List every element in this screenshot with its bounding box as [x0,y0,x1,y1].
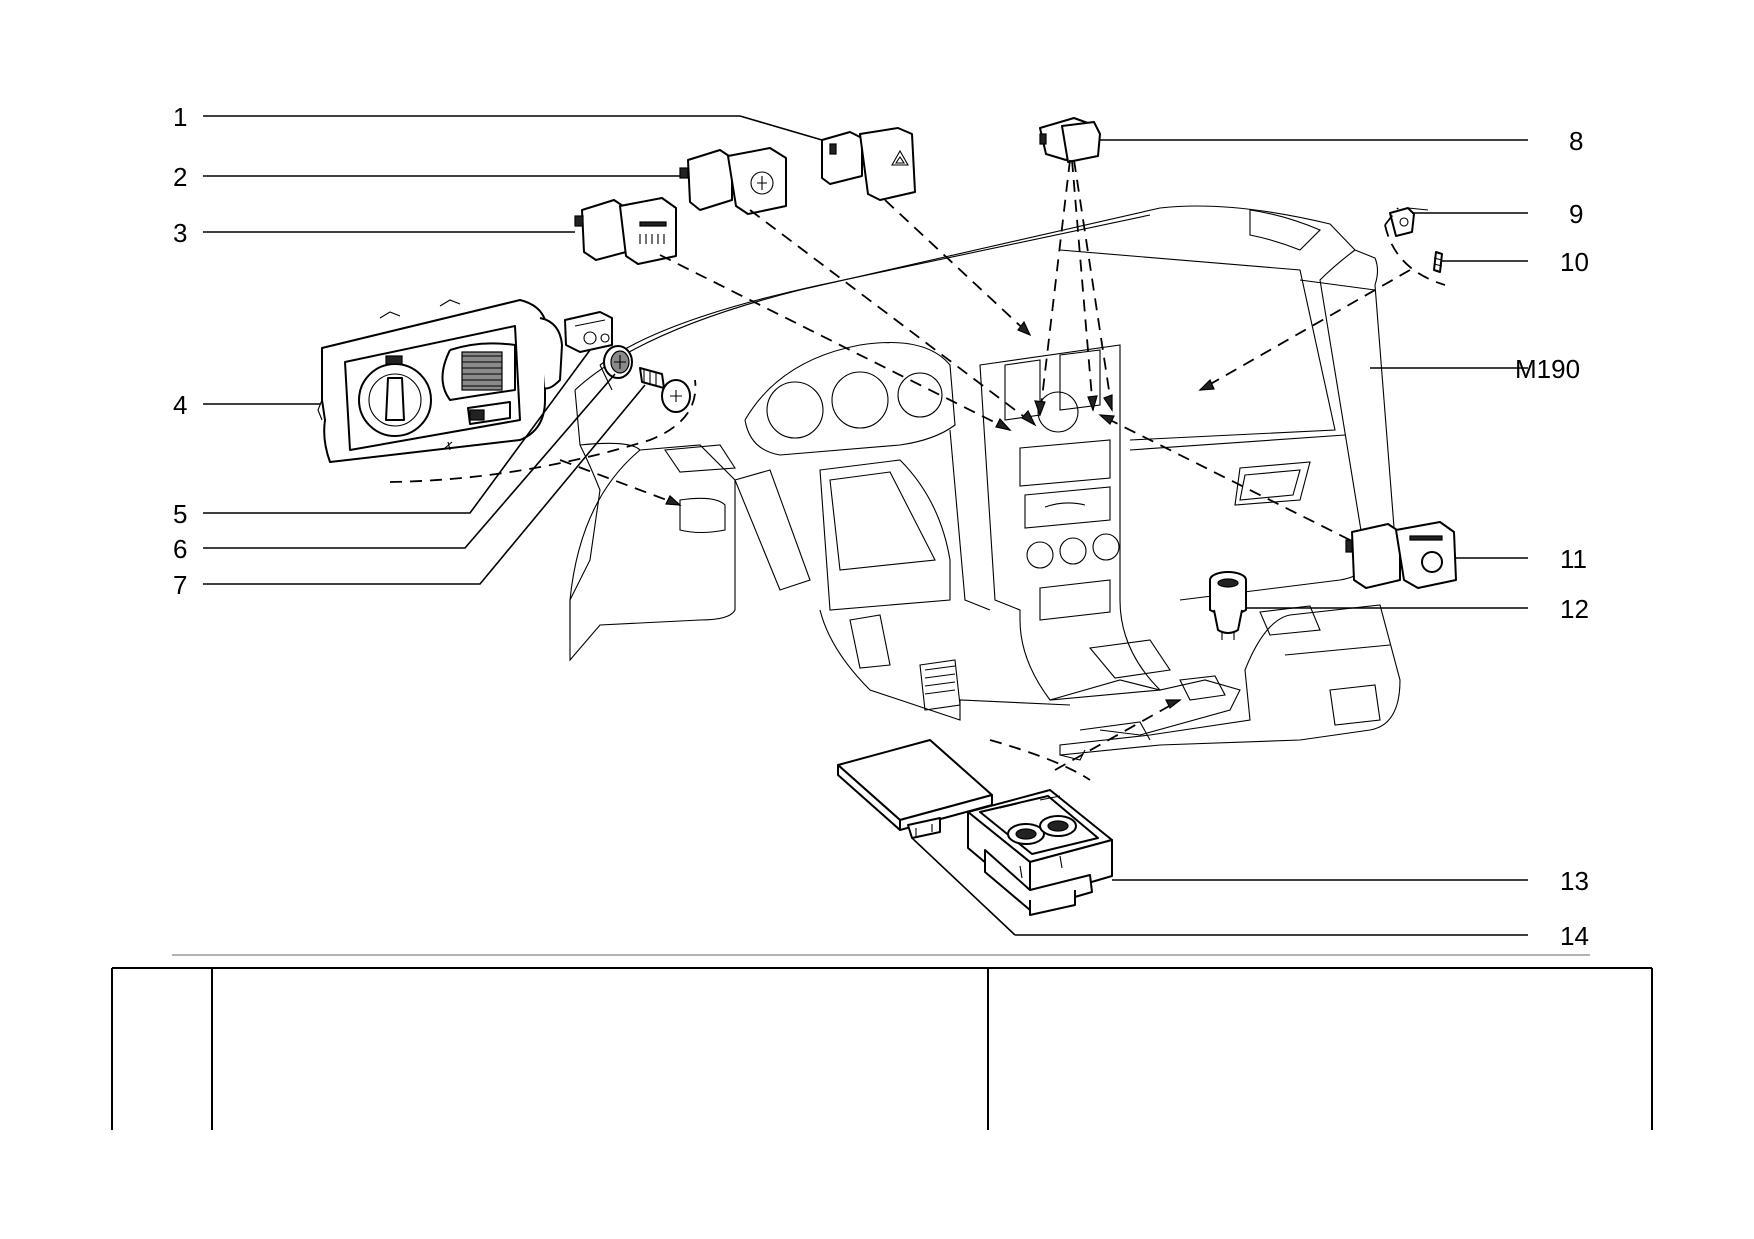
arrow-heads [665,320,1215,709]
part-clip [1389,207,1429,237]
callout-4: 4 [173,390,188,420]
callout-7: 7 [173,570,188,600]
assembly-lines [389,159,1446,781]
part-heater-control-panel [317,299,563,463]
part-fog-light-switch [679,147,787,215]
callout-10: 10 [1560,247,1589,277]
part-small-screw [1433,251,1443,273]
part-rear-window-switch [574,197,677,265]
leader-lines [203,115,1528,936]
callout-13: 13 [1560,866,1589,896]
part-knob [603,345,633,379]
part-cigarette-lighter [1209,571,1247,640]
callout-11: 11 [1560,544,1587,574]
callout-3: 3 [173,218,188,248]
part-bracket [564,311,613,353]
footer-frame [111,954,1653,1130]
callout-5: 5 [173,499,188,529]
callout-8: 8 [1569,126,1584,156]
part-small-switch [1039,117,1101,163]
callout-model: M190 [1515,354,1581,384]
dashboard-outline [569,205,1401,761]
callout-1: 1 [173,102,188,132]
callout-14: 14 [1560,921,1589,951]
part-headlamp-range-switch [1345,521,1457,589]
part-cover-plate [837,739,993,839]
part-screw [639,367,691,413]
part-window-switch-block [967,789,1113,916]
part-hazard-switch [821,127,916,201]
callout-2: 2 [173,162,188,192]
callout-12: 12 [1560,594,1589,624]
callout-6: 6 [173,534,188,564]
callout-9: 9 [1569,199,1584,229]
